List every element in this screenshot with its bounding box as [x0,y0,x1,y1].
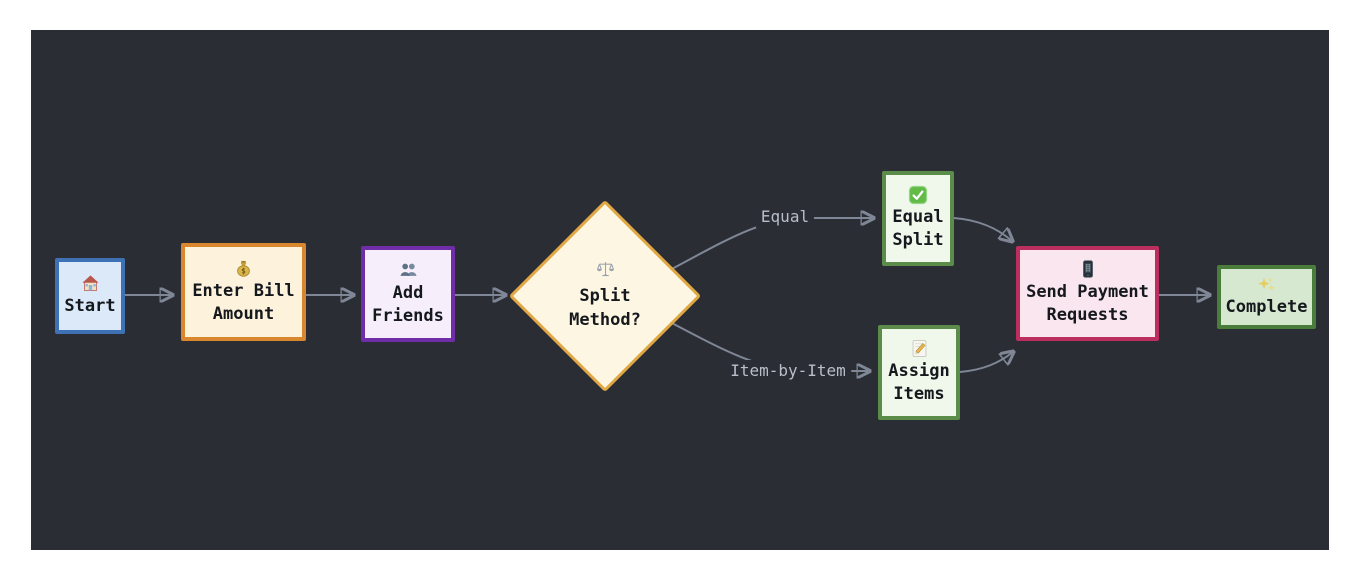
edge-label-item-by-item: Item-by-Item [725,360,851,382]
edge-assign-to-send [959,352,1013,373]
check-mark-icon [908,185,928,205]
node-complete: Complete [1217,265,1316,329]
node-split-method: Split Method? [508,199,702,393]
edge-label-equal: Equal [755,206,815,228]
node-send-payment-requests: Send Payment Requests [1016,246,1159,341]
scales-icon [596,260,615,283]
node-label: Complete [1225,297,1308,317]
sparkles-icon [1257,275,1277,295]
people-icon [399,261,418,281]
node-label: Add Friends [372,282,444,326]
node-label: Start [64,296,116,316]
svg-text:$: $ [241,266,246,275]
house-icon [81,274,100,294]
mobile-phone-icon [1079,260,1097,280]
memo-icon [910,339,929,359]
node-label: Enter Bill Amount [192,280,295,324]
node-label: Assign Items [888,361,950,404]
node-add-friends: Add Friends [361,246,455,342]
node-label: Equal Split [892,207,944,250]
node-start: Start [55,258,125,334]
node-label: Split Method? [569,286,641,330]
node-assign-items: Assign Items [878,325,960,420]
money-bag-icon: $ [234,259,253,279]
node-equal-split: Equal Split [882,171,954,266]
node-label: Send Payment Requests [1026,282,1149,325]
node-enter-bill-amount: $ Enter Bill Amount [181,243,306,341]
flowchart-canvas: Start $ Enter Bill Amount [31,30,1329,550]
edge-equal-to-send [953,217,1012,241]
